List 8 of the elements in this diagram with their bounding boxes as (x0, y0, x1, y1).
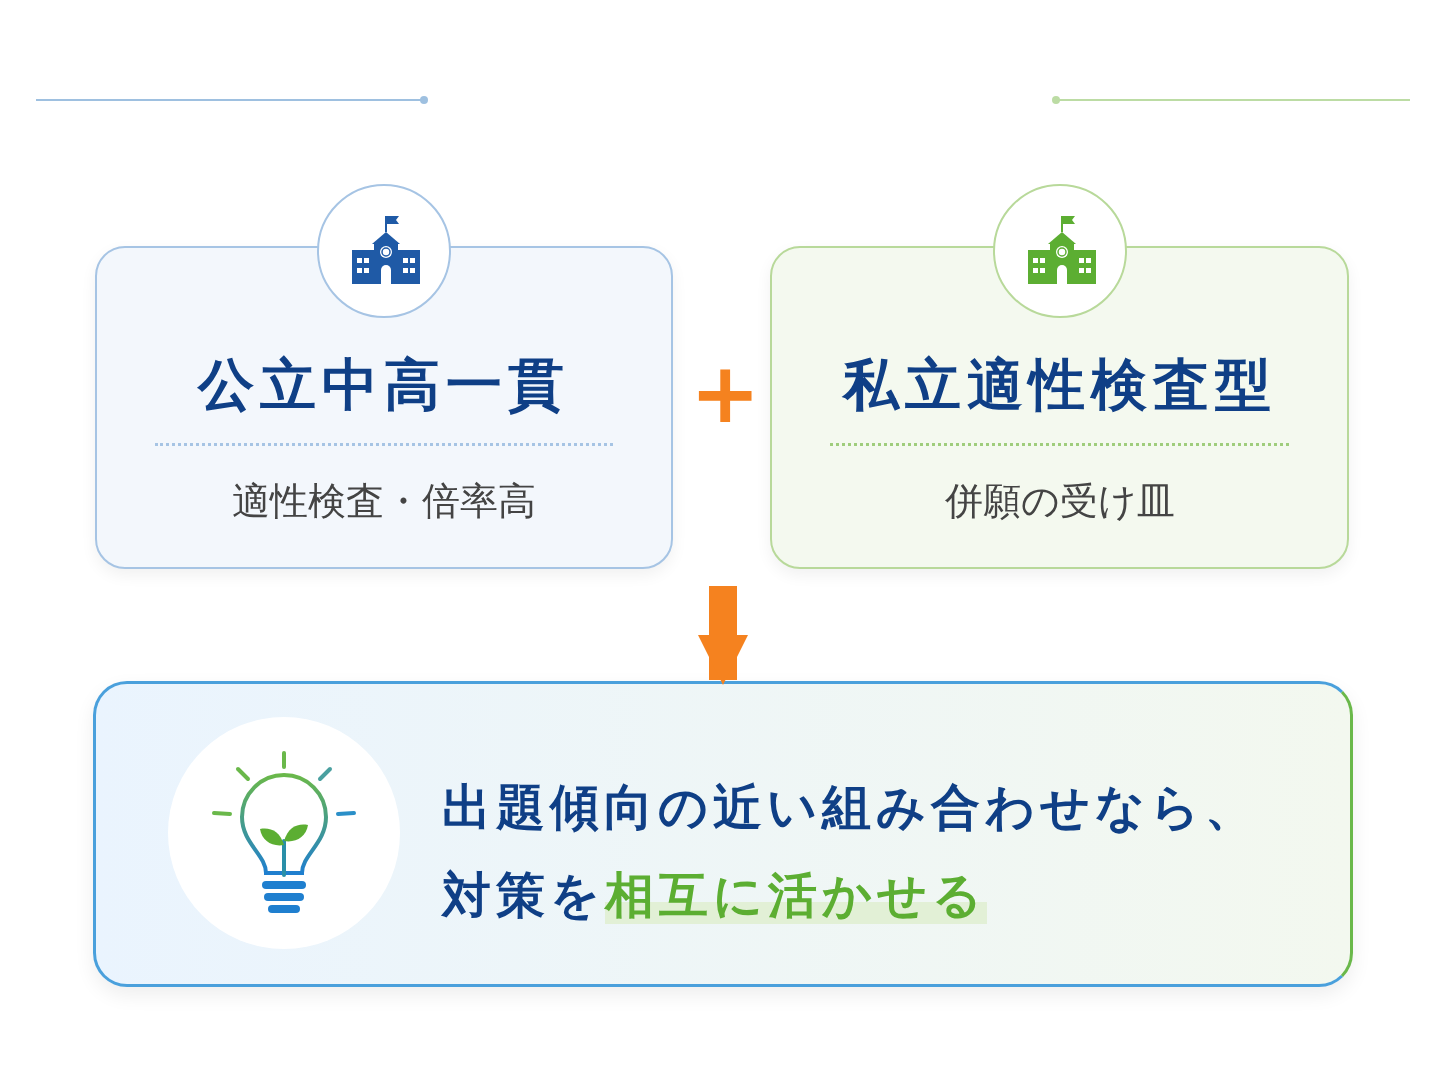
card-heading: 私立適性検査型 (841, 351, 1278, 419)
summary-text: 出題傾向の近い組み合わせなら、対策を相互に活かせる (442, 778, 1260, 926)
plus-sign: + (690, 348, 760, 438)
card-heading: 公立中高一貫 (196, 351, 571, 419)
down-arrow (697, 586, 749, 686)
card-subtext: 併願の受け皿 (943, 478, 1176, 525)
card-subtext: 適性検査・倍率高 (231, 478, 537, 525)
summary-card (93, 681, 1353, 987)
